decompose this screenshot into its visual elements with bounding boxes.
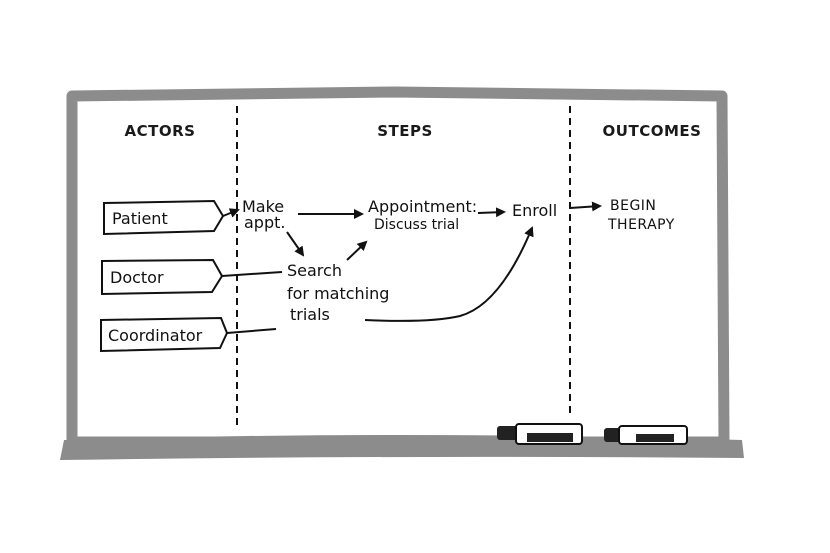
step-text: Search — [287, 261, 342, 280]
marker-icon — [497, 423, 583, 445]
step-enroll: Enroll — [512, 201, 557, 220]
step-text: for matching — [287, 284, 389, 303]
actor-label: Patient — [112, 209, 168, 228]
marker-icon — [604, 425, 688, 445]
step-text: Appointment: — [368, 197, 477, 216]
actor-tag-patient: Patient — [103, 199, 225, 236]
actor-tag-doctor: Doctor — [101, 258, 224, 296]
arrow-appointment-to-enroll — [477, 207, 506, 218]
arrow-search-to-enroll — [364, 226, 534, 322]
column-header-steps: STEPS — [377, 122, 433, 140]
outcome-text: THERAPY — [607, 217, 675, 233]
actor-tag-coordinator: Coordinator — [100, 316, 229, 353]
column-header-actors: ACTORS — [125, 122, 196, 140]
column-header-outcomes: OUTCOMES — [603, 122, 702, 140]
step-make-appt: Make appt. — [242, 197, 285, 232]
arrow-make-appt-to-search — [286, 231, 305, 257]
whiteboard-frame — [66, 86, 730, 448]
step-text: trials — [290, 305, 330, 324]
step-search: Search for matching trials — [287, 261, 389, 324]
outcome-begin-therapy: BEGIN THERAPY — [607, 198, 675, 233]
arrow-enroll-to-outcome — [569, 201, 602, 212]
step-text: Make — [242, 197, 284, 216]
actor-label: Doctor — [110, 268, 164, 287]
step-text: Discuss trial — [374, 217, 459, 233]
step-text: appt. — [244, 213, 285, 232]
arrow-patient-to-make-appt — [222, 208, 240, 218]
step-appointment: Appointment: Discuss trial — [368, 197, 477, 233]
arrow-search-to-appointment — [346, 240, 368, 261]
actor-label: Coordinator — [108, 326, 203, 345]
outcome-text: BEGIN — [610, 198, 656, 214]
line-doctor-to-search — [221, 271, 283, 277]
line-coordinator-to-search — [226, 328, 277, 334]
